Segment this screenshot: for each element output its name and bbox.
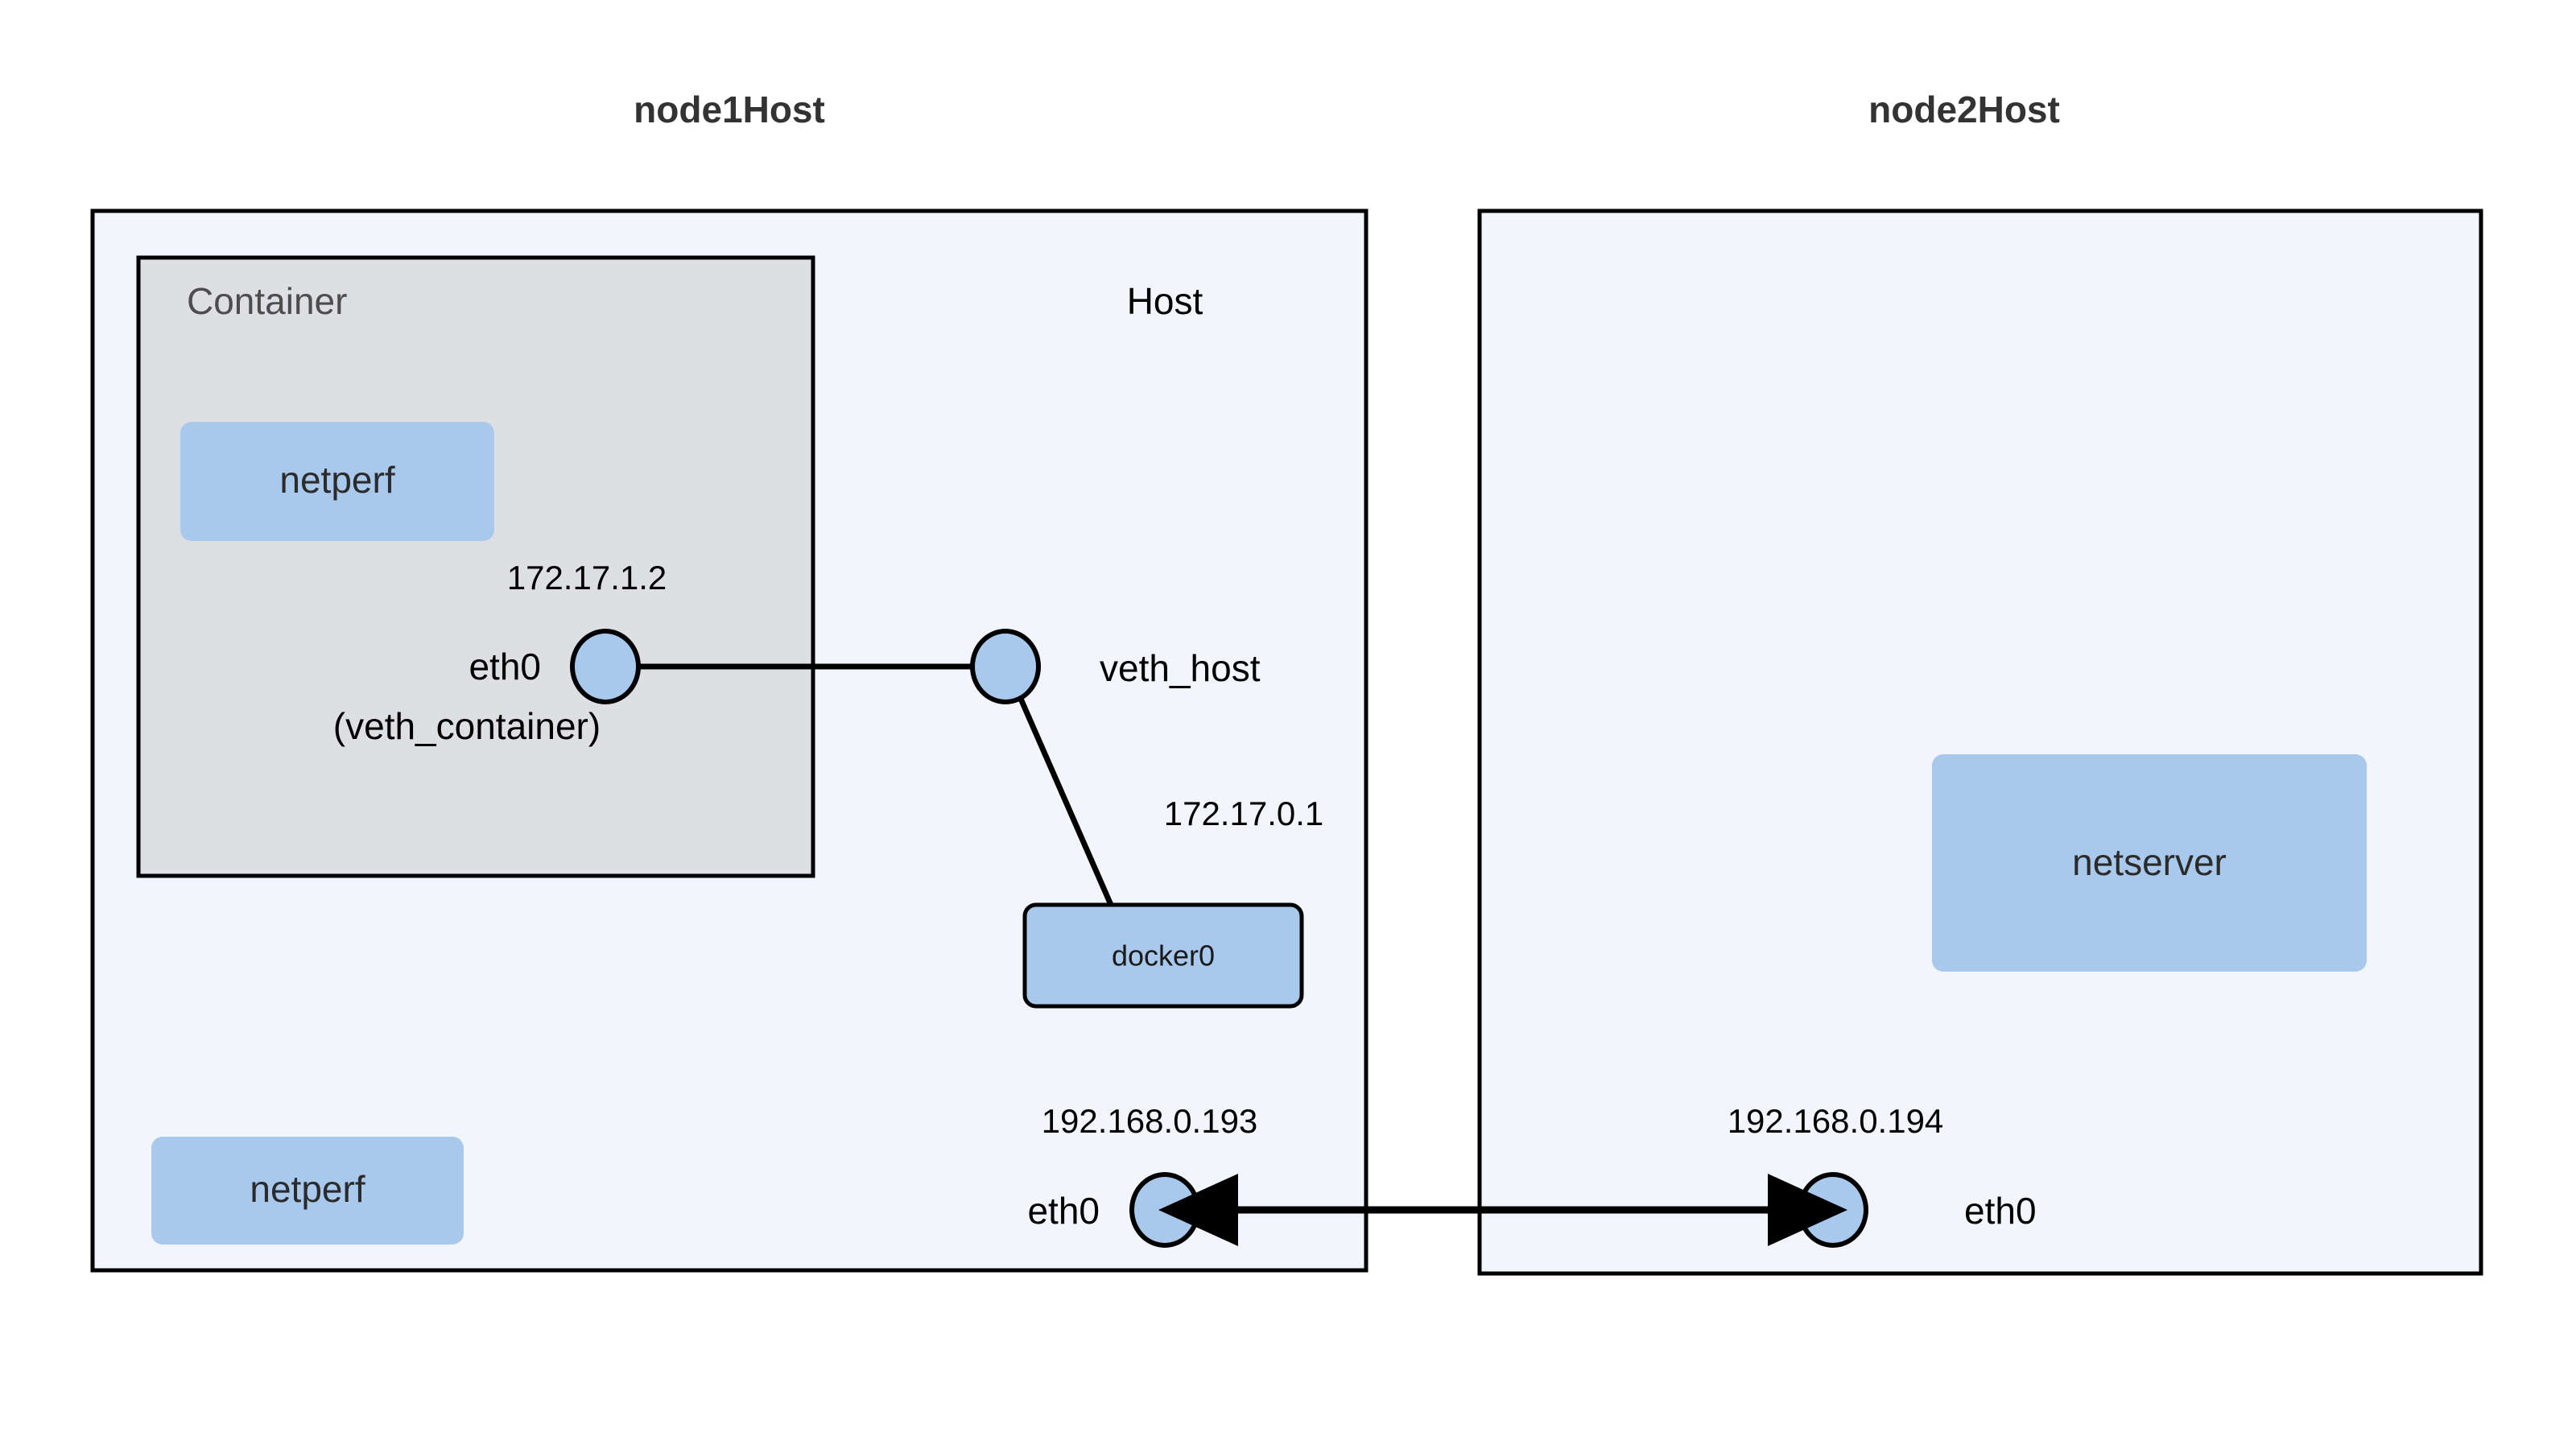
veth-host-label: veth_host xyxy=(1100,647,1261,689)
docker0-bridge-box xyxy=(1022,902,1304,1009)
container-label: Container xyxy=(187,280,347,322)
container-eth0-nic xyxy=(570,629,641,704)
container-eth0-alias: (veth_container) xyxy=(333,705,601,747)
container-boundary xyxy=(136,255,815,878)
veth-host-nic xyxy=(970,629,1041,704)
node1-eth0-label: eth0 xyxy=(1027,1190,1100,1232)
docker0-label: docker0 xyxy=(1112,939,1215,972)
container-nic-ip: 172.17.1.2 xyxy=(507,559,667,597)
container-eth0-label: eth0 xyxy=(469,646,541,687)
node2-eth0-label: eth0 xyxy=(1964,1190,2037,1232)
node2-host-title: node2Host xyxy=(1868,89,2060,130)
node1-eth0-ip: 192.168.0.193 xyxy=(1042,1102,1258,1140)
host-netperf-box xyxy=(151,1137,464,1245)
node2-eth0-ip: 192.168.0.194 xyxy=(1728,1102,1944,1140)
veth-to-bridge-link xyxy=(1018,697,1114,906)
node2-eth0-nic xyxy=(1798,1172,1868,1248)
node2-host-boundary xyxy=(1477,208,2483,1276)
netserver-label: netserver xyxy=(2072,841,2227,883)
node1-eth0-nic xyxy=(1129,1172,1200,1248)
container-netperf-box xyxy=(180,422,494,541)
host-netperf-label: netperf xyxy=(250,1168,365,1210)
node1-host-title: node1Host xyxy=(634,89,825,130)
host-zone-label: Host xyxy=(1127,280,1203,322)
netserver-box xyxy=(1932,754,2367,972)
container-netperf-label: netperf xyxy=(279,459,394,501)
docker0-ip: 172.17.0.1 xyxy=(1164,795,1324,832)
